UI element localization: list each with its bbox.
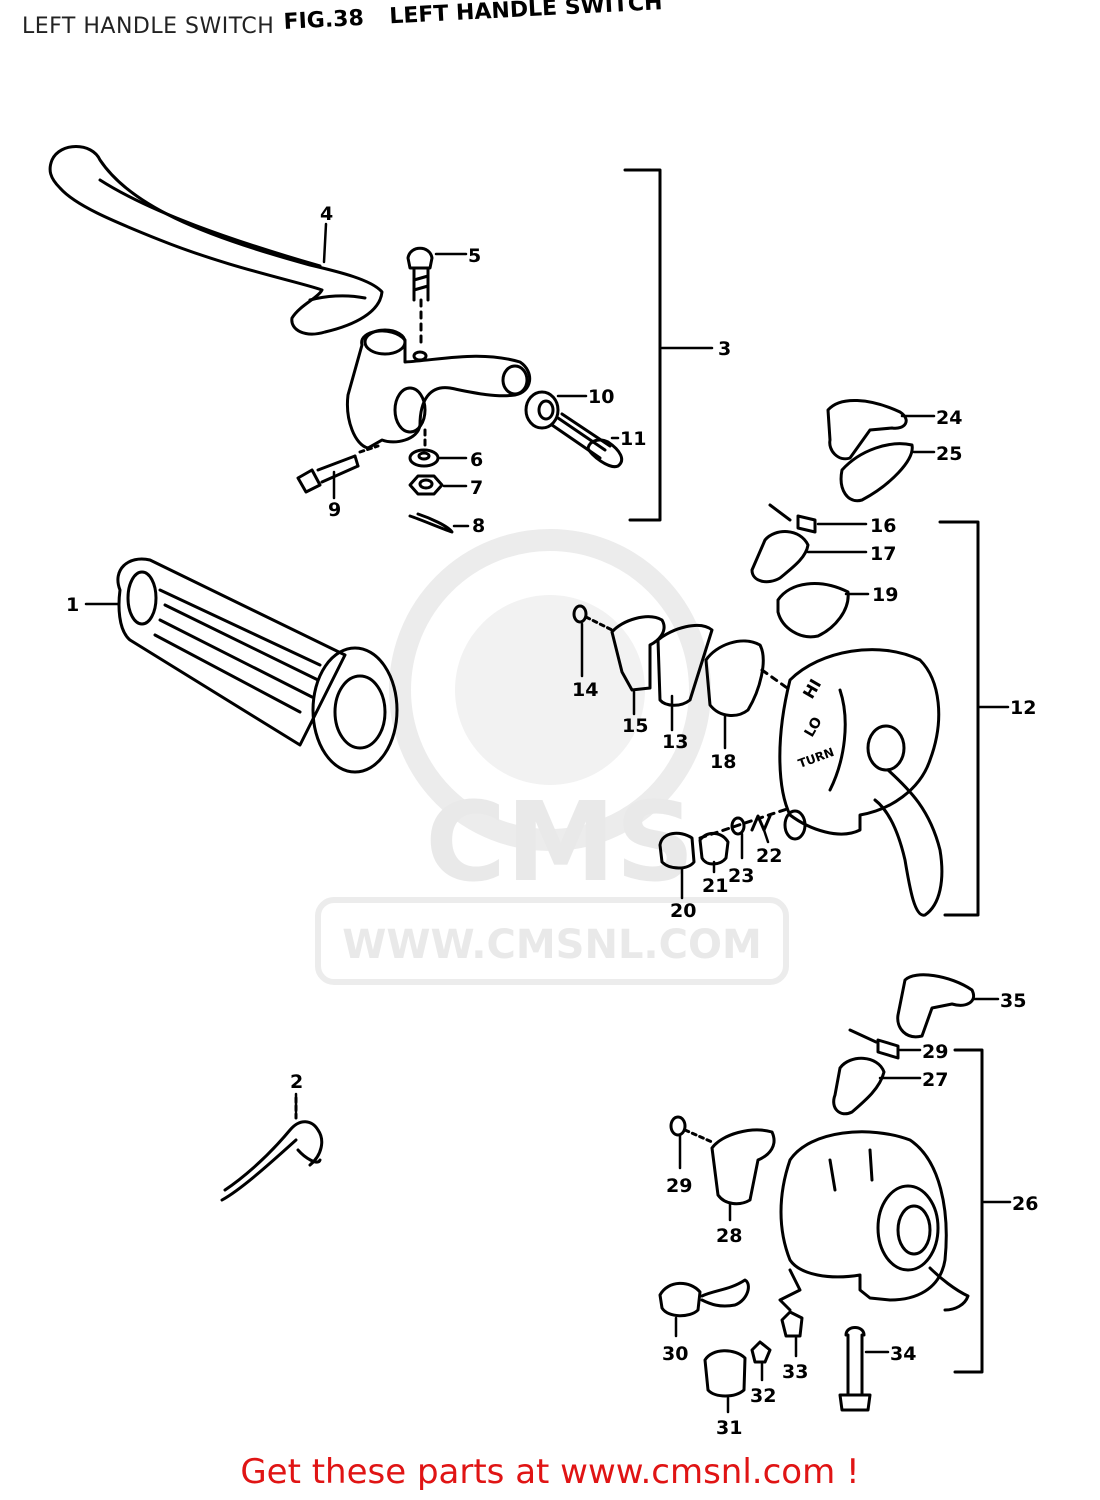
- button-cap-20: [658, 831, 696, 870]
- spring-22: [750, 814, 772, 832]
- callout-1: 1: [66, 594, 79, 616]
- callout-32: 32: [750, 1385, 776, 1407]
- knob-28: [710, 1128, 776, 1206]
- knob-35: [896, 973, 975, 1039]
- knob-27: [832, 1056, 886, 1116]
- callout-29-upper: 29: [922, 1041, 948, 1063]
- contact-plate-19: [776, 582, 850, 639]
- connector-30: [658, 1278, 750, 1318]
- screw-33: [780, 1310, 804, 1338]
- callout-31: 31: [716, 1417, 742, 1439]
- screw-32: [750, 1340, 772, 1364]
- switch-mark-turn: TURN: [796, 745, 836, 771]
- callout-3: 3: [718, 338, 731, 360]
- callout-22: 22: [756, 845, 782, 867]
- switch-mark-lo: LO: [802, 714, 826, 740]
- callout-13: 13: [662, 731, 688, 753]
- callout-4: 4: [320, 203, 333, 225]
- plate-25: [839, 442, 914, 503]
- switch-housing-26: [778, 1130, 970, 1312]
- callout-18: 18: [710, 751, 736, 773]
- callout-27: 27: [922, 1069, 948, 1091]
- callout-28: 28: [716, 1225, 742, 1247]
- callout-14: 14: [572, 679, 598, 701]
- bolt-9: [296, 444, 380, 494]
- switch-housing-12: [778, 648, 944, 917]
- lever-bracket: [345, 328, 531, 450]
- callout-21: 21: [702, 875, 728, 897]
- bracket-12: [938, 520, 980, 917]
- bolt-34: [838, 1326, 872, 1412]
- callout-15: 15: [622, 715, 648, 737]
- callout-8: 8: [472, 515, 485, 537]
- callout-5: 5: [468, 245, 481, 267]
- callout-16: 16: [870, 515, 896, 537]
- callout-6: 6: [470, 449, 483, 471]
- watermark-brand: CMS: [425, 778, 694, 906]
- contact-block-18: [704, 639, 765, 717]
- lever-pivot-bolt: [406, 246, 434, 347]
- callout-26: 26: [1012, 1193, 1038, 1215]
- watermark: CMS WWW.CMSNL.COM: [315, 529, 789, 985]
- push-button-21: [698, 832, 730, 866]
- callout-19: 19: [872, 584, 898, 606]
- callout-10: 10: [588, 386, 614, 408]
- callout-2: 2: [290, 1071, 303, 1093]
- callouts: 1 2 3 4 5 6 7 8 9 10 11 12 13 14 15 16 1…: [66, 203, 1038, 1439]
- block-31: [703, 1349, 747, 1398]
- screw-29-upper: [848, 1028, 900, 1060]
- callout-20: 20: [670, 900, 696, 922]
- callout-29-lower: 29: [666, 1175, 692, 1197]
- cotter-pin: [408, 512, 454, 534]
- washer-10: [524, 390, 560, 430]
- callout-34: 34: [890, 1343, 916, 1365]
- washer-23: [730, 816, 746, 836]
- washer-6: [408, 428, 440, 468]
- adjuster-bolt: [550, 412, 624, 469]
- callout-17: 17: [870, 543, 896, 565]
- clutch-lever: [48, 145, 384, 336]
- callout-11: 11: [620, 428, 646, 450]
- screw-16: [768, 503, 817, 534]
- callout-12: 12: [1010, 697, 1036, 719]
- callout-33: 33: [782, 1361, 808, 1383]
- callout-25: 25: [936, 443, 962, 465]
- knob-15: [610, 615, 666, 692]
- screw-14: [572, 604, 614, 632]
- switch-mark-hi: HI: [799, 676, 825, 702]
- screw-29-lower: [669, 1115, 714, 1144]
- footer-link-text[interactable]: Get these parts at www.cmsnl.com !: [240, 1452, 860, 1492]
- watermark-url: WWW.CMSNL.COM: [342, 922, 762, 968]
- nut-7: [408, 474, 444, 496]
- cable-clamp: [220, 1096, 324, 1202]
- handle-grip: [116, 557, 399, 774]
- callout-7: 7: [470, 477, 483, 499]
- callout-24: 24: [936, 407, 962, 429]
- callout-9: 9: [328, 499, 341, 521]
- knob-24: [826, 399, 908, 461]
- page-title: LEFT HANDLE SWITCH: [22, 14, 275, 39]
- callout-35: 35: [1000, 990, 1026, 1012]
- plate-13: [656, 624, 714, 707]
- bracket-3: [623, 168, 662, 522]
- callout-30: 30: [662, 1343, 688, 1365]
- knob-17: [750, 530, 810, 584]
- callout-23: 23: [728, 865, 754, 887]
- bracket-26: [953, 1048, 984, 1374]
- leader-lines: [84, 222, 1012, 1414]
